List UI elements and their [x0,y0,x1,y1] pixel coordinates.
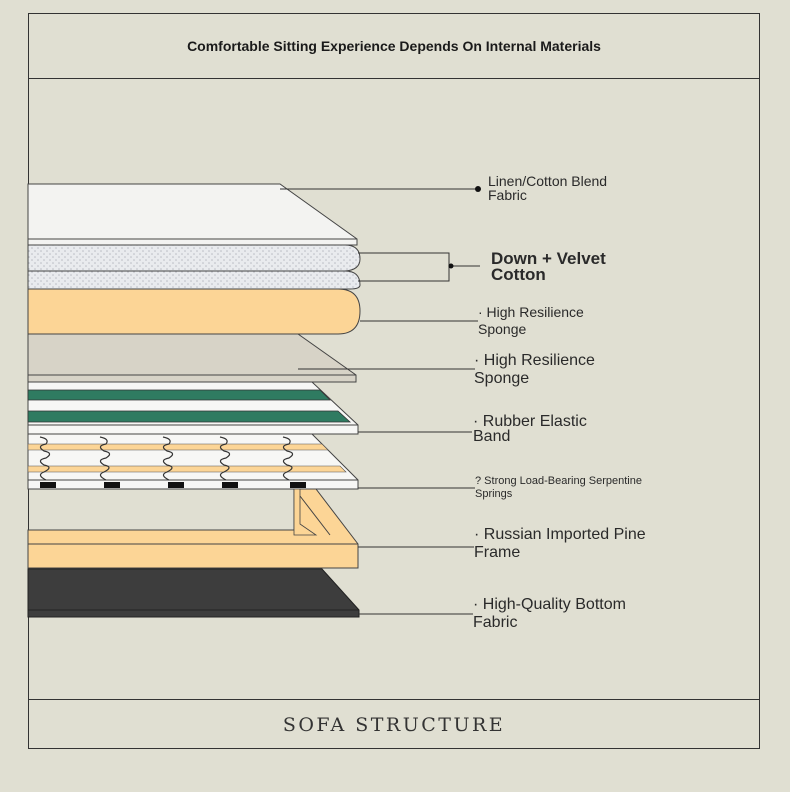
layer-sponge-yellow [27,288,361,335]
label-high-resilience-sponge-2: · High Resilience Sponge [474,352,595,388]
leader-lines [280,186,481,615]
layer-down-cotton [27,244,361,290]
label-linen-cotton-fabric: Linen/Cotton Blend Fabric [488,173,608,203]
layer-sponge-gray [27,333,357,383]
footer-divider [28,699,760,700]
label-down-velvet-cotton: Down + Velvet Cotton [491,249,606,284]
pointer-dot-1 [475,186,481,192]
layer-bottom-fabric [27,568,360,618]
label-rubber-elastic-band: · Rubber Elastic Band [473,413,587,446]
page-title: Comfortable Sitting Experience Depends O… [187,38,601,54]
footer-caption: SOFA STRUCTURE [282,714,506,736]
header-divider [28,78,760,79]
layer-rubber-band [27,381,359,435]
layer-springs [27,433,359,490]
label-serpentine-springs: ? Strong Load-Bearing Serpentine Springs [475,475,642,500]
label-bottom-fabric: · High-Quality Bottom Fabric [473,596,626,632]
label-pine-frame: · Russian Imported Pine Frame [474,526,646,562]
layer-fabric-top [27,183,358,246]
label-high-resilience-sponge-1: · High Resilience Sponge [478,304,584,337]
pointer-dot-2 [448,263,454,269]
layer-pine-frame [27,488,359,569]
